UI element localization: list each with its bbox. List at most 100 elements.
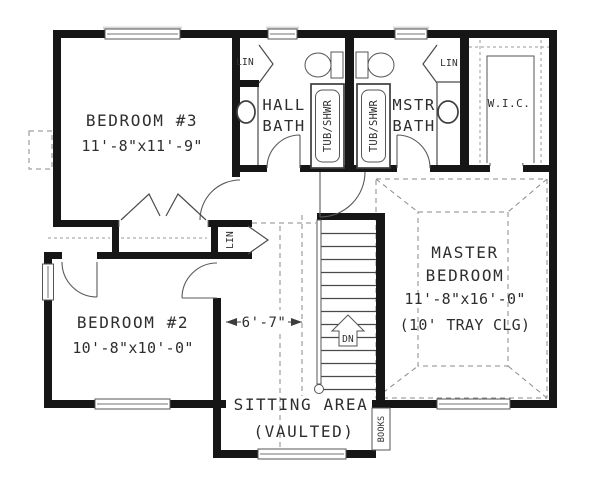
- sitting-area-name-1: SITTING AREA: [234, 395, 369, 414]
- toilet-tank: [355, 51, 369, 79]
- doors: [61, 132, 524, 299]
- dimension-text-mask: [241, 310, 288, 331]
- wall-segment: [427, 30, 557, 38]
- windows: [42, 26, 511, 460]
- wall-segment: [213, 450, 258, 458]
- wall-segment: [44, 400, 95, 408]
- stairs: DN: [314, 219, 376, 394]
- wall-closet-divider: [112, 220, 119, 259]
- window-sill: [266, 26, 299, 30]
- tray-ceiling-outer: [375, 178, 548, 399]
- stairs-dn-label: DN: [342, 334, 354, 345]
- door-hall-bath: [266, 134, 301, 169]
- door-bedroom3: [199, 179, 241, 221]
- door-bedroom2-entry: [181, 262, 218, 299]
- window: [394, 28, 428, 40]
- wall-segment: [213, 400, 221, 458]
- wall-segment: [44, 252, 52, 264]
- stair-direction-arrow: [330, 314, 366, 347]
- bifold-doors-bedroom3-closet: [120, 193, 207, 221]
- dimension-arrow-right: [291, 318, 302, 326]
- window: [436, 398, 511, 410]
- door-master-bedroom: [319, 171, 366, 218]
- cased-opening-linen-masterbath: [422, 44, 460, 84]
- cased-opening-linen-hallbath: [258, 44, 274, 84]
- bookshelf-box: [371, 407, 391, 451]
- window: [94, 398, 171, 410]
- dimension-label: 6'-7": [242, 315, 287, 331]
- walls: [44, 30, 557, 458]
- wall-segment: [53, 30, 105, 38]
- wall-segment: [523, 165, 557, 172]
- wall-segment: [44, 300, 52, 408]
- tray-ceiling-diagonals: [375, 178, 548, 399]
- wall-segment: [372, 400, 437, 408]
- linen-hall-bath-label: LIN: [236, 57, 254, 68]
- wall-segment: [97, 252, 252, 259]
- wall-bath-divider: [345, 30, 354, 172]
- toilet-master-bath: [367, 52, 395, 78]
- master-bedroom-name-2: BEDROOM: [426, 266, 505, 285]
- dimension-arrow-left: [226, 318, 237, 326]
- bookshelf-label: BOOKS: [377, 416, 387, 443]
- door-master-bath: [396, 134, 431, 169]
- wall-segment: [232, 165, 267, 172]
- fixture-labels: LIN LIN LIN TUB/SHWR TUB/SHWR: [225, 57, 458, 249]
- stair-railing: [316, 219, 322, 385]
- linen-hall-label: LIN: [225, 231, 236, 249]
- master-bath-name-1: MSTR: [392, 96, 435, 114]
- wall-segment: [346, 450, 376, 458]
- newel-post: [314, 384, 324, 394]
- wall-bedroom3-right: [232, 30, 240, 177]
- bookshelf: BOOKS: [371, 407, 391, 451]
- wall-wic-left: [460, 30, 469, 172]
- tray-ceiling-inner: [417, 211, 509, 367]
- master-bedroom-dims: 11'-8"x16'-0": [404, 290, 525, 308]
- wall-segment: [180, 30, 268, 38]
- wall-segment: [549, 30, 557, 408]
- wic-shelf-dashed: [469, 40, 549, 163]
- master-bedroom-ceiling: (10' TRAY CLG): [400, 316, 531, 334]
- window: [257, 448, 347, 460]
- window-sill: [103, 26, 182, 30]
- hall-bath-name-2: BATH: [262, 117, 305, 135]
- bedroom3-name: BEDROOM #3: [86, 111, 198, 130]
- bedroom2-dims: 10'-8"x10'-0": [72, 339, 193, 357]
- dimension-hall: 6'-7": [226, 310, 302, 331]
- wall-segment: [53, 220, 119, 227]
- wall-linen-hallbath: [235, 80, 259, 87]
- wic-shelf-edge: [486, 55, 535, 163]
- stair-treads: [321, 232, 376, 391]
- room-labels: BEDROOM #3 11'-8"x11'-9" BEDROOM #2 10'-…: [72, 96, 530, 441]
- wall-segment: [53, 30, 61, 227]
- master-bedroom-name-1: MASTER: [431, 243, 498, 262]
- bedroom2-name: BEDROOM #2: [77, 313, 189, 332]
- wall-segment: [44, 252, 62, 259]
- linen-master-bath-label: LIN: [440, 58, 458, 69]
- toilet-hall-bath: [304, 52, 332, 78]
- window: [104, 28, 181, 40]
- sink-master-bath: [437, 100, 459, 124]
- wall-stair-top: [317, 213, 385, 220]
- master-bath-name-2: BATH: [392, 117, 435, 135]
- cased-opening-linen-hall: [247, 225, 270, 255]
- wall-segment: [208, 220, 252, 227]
- bath-fixtures: [236, 51, 459, 169]
- wic-label: W.I.C.: [488, 97, 531, 110]
- bedroom3-dims: 11'-8"x11'-9": [81, 137, 202, 155]
- sink-hall-bath: [236, 100, 256, 124]
- closet-symbols: [48, 40, 549, 255]
- hall-bath-name-1: HALL: [262, 96, 305, 114]
- wall-segment: [510, 400, 557, 408]
- window-sill: [393, 26, 429, 30]
- tub-hall-label: TUB/SHWR: [322, 99, 334, 152]
- wall-closet-divider: [211, 220, 218, 259]
- toilet-tank: [330, 51, 344, 79]
- chimney-outline: [28, 130, 53, 170]
- wall-bedroom2-right: [213, 298, 221, 408]
- window: [42, 263, 54, 301]
- door-bedroom2-closet: [61, 261, 98, 298]
- wall-segment: [170, 400, 226, 408]
